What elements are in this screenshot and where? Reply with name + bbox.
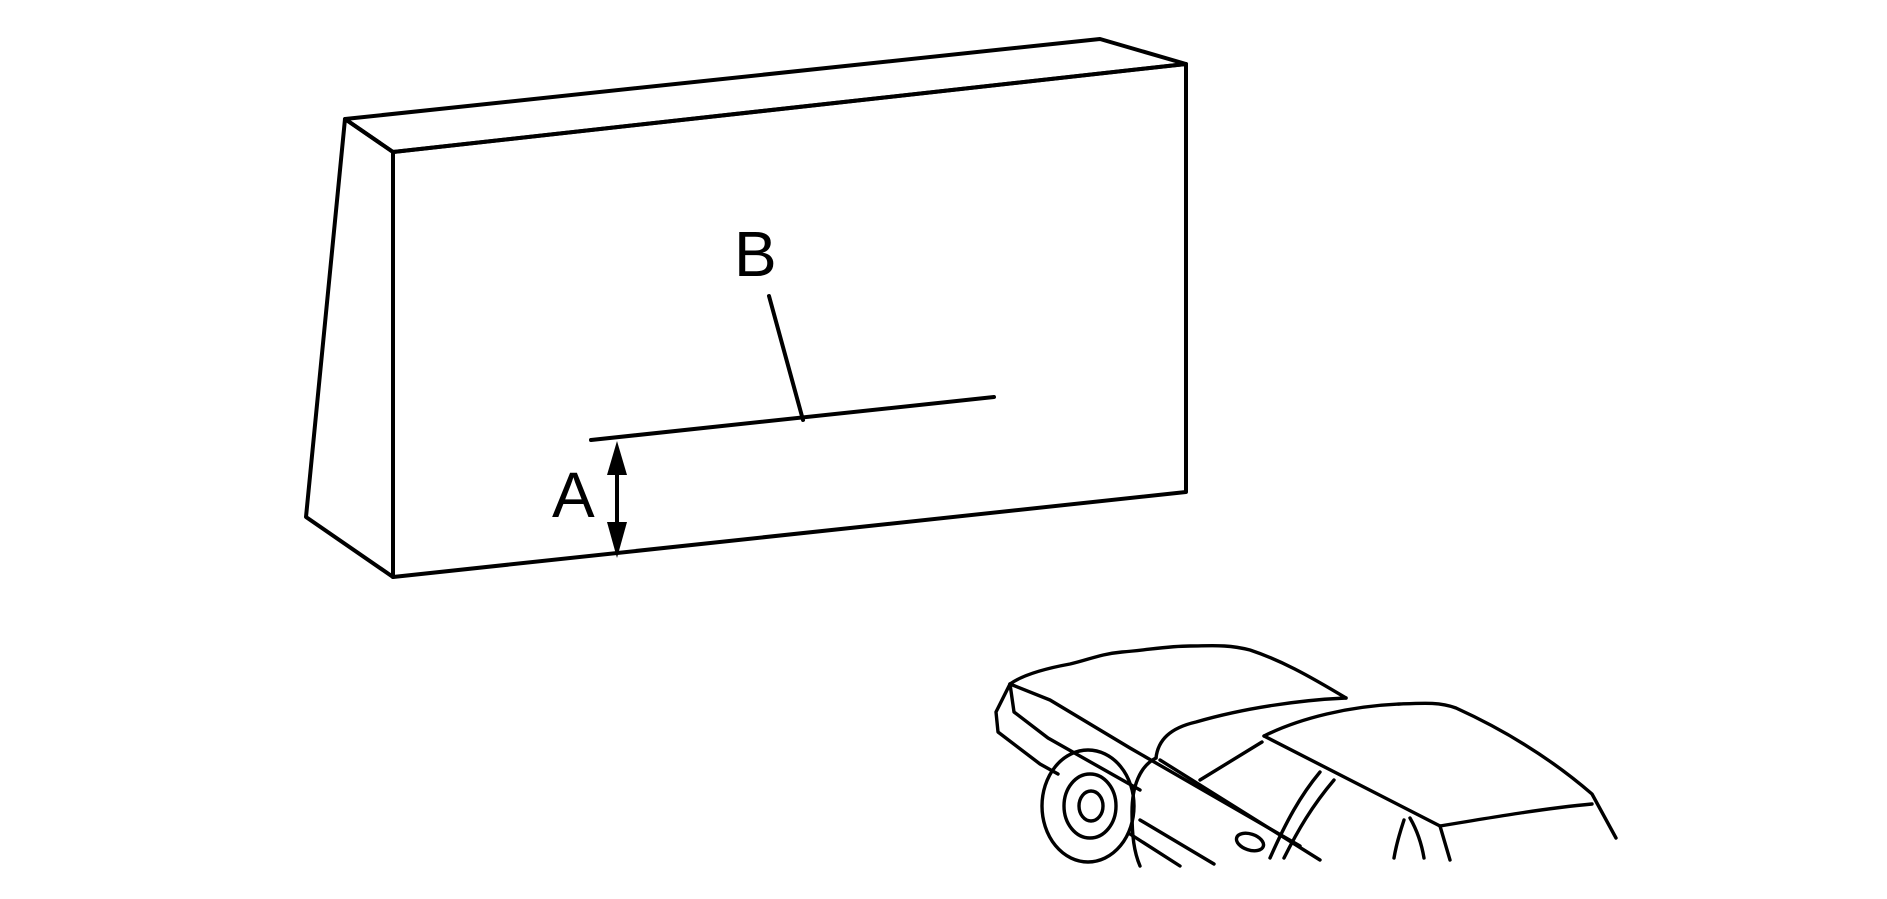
height-dimension-a: A [552, 441, 627, 558]
wheel-hub [1077, 789, 1105, 823]
vehicle-windshield-inner [1198, 740, 1264, 782]
wall-side-face [304, 117, 395, 579]
callout-leader-b [767, 294, 805, 422]
vehicle-b-pillar [1392, 818, 1406, 860]
vehicle-hood-side [1008, 682, 1302, 848]
vehicle-wheel-arch [1130, 756, 1158, 868]
vehicle-cowl [1154, 696, 1348, 760]
callout-label-b: B [734, 218, 777, 290]
vehicle-b-pillar-2 [1408, 816, 1426, 860]
vehicle-side-marker [1234, 831, 1266, 853]
vehicle-front-bumper [994, 682, 1060, 776]
vehicle-roof-rear [1438, 824, 1452, 862]
vehicle-rocker [1138, 818, 1216, 866]
wall-screen [304, 37, 1188, 579]
callout-label-a: A [552, 459, 595, 531]
vehicle-windshield-post-2 [1282, 778, 1336, 860]
arrowhead-up-icon [607, 441, 627, 475]
vehicle-roof [1262, 701, 1618, 840]
vehicle-illustration [994, 643, 1618, 868]
vehicle-rear-window [1438, 802, 1594, 828]
vehicle-windshield-post [1268, 770, 1322, 860]
arrowhead-down-icon [607, 522, 627, 558]
vehicle-rocker-2 [1128, 832, 1182, 868]
wheel-tire [1040, 748, 1136, 864]
reference-line-b: B [589, 218, 996, 442]
vehicle-a-pillar [1262, 734, 1442, 828]
wall-front-face [391, 62, 1188, 579]
wall-top-face [343, 37, 1188, 154]
vehicle-hood-front [1008, 643, 1348, 700]
vehicle-front-fascia [1008, 682, 1142, 792]
vehicle-front-wheel [1040, 748, 1136, 864]
horizontal-reference-line [589, 395, 996, 442]
wheel-rim [1062, 772, 1118, 840]
